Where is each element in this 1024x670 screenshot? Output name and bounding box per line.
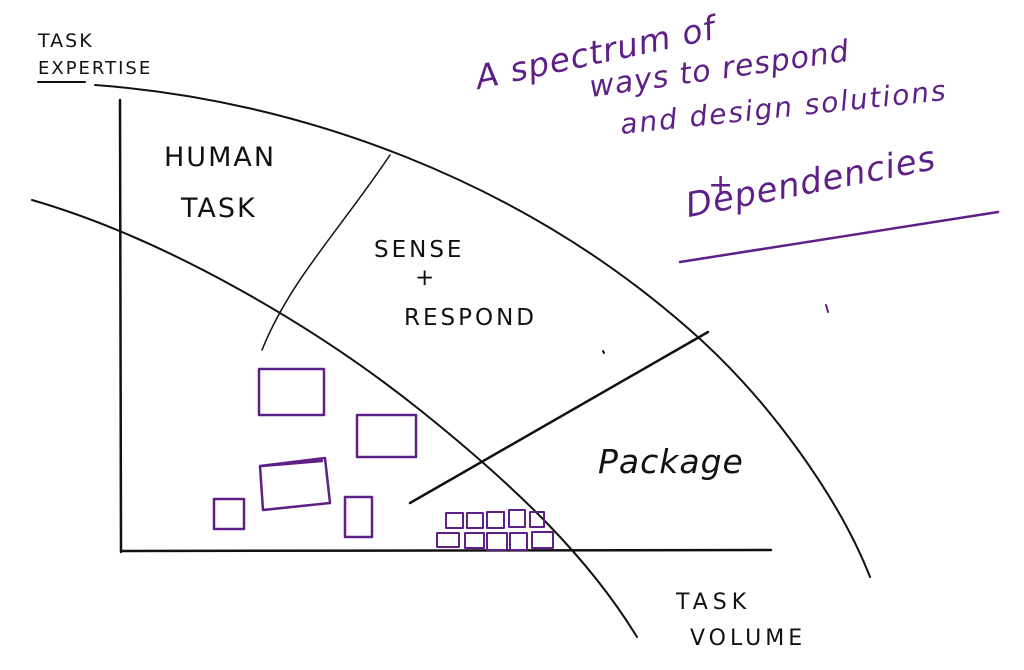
package-box [436, 532, 460, 548]
note-underline [678, 210, 1000, 264]
sense-respond-label-line1: SENSE [374, 237, 465, 263]
package-box [445, 512, 464, 529]
y-axis-label-line1: TASK [38, 30, 94, 52]
inner-boundary-curve [31, 199, 638, 638]
package-label: Package [598, 442, 744, 481]
human-sense-divider [261, 154, 391, 351]
x-axis-label-line2: VOLUME [690, 626, 807, 651]
package-box [509, 532, 528, 551]
human-task-label-line1: HUMAN [164, 142, 277, 173]
y-axis-line [118, 98, 123, 554]
package-box [529, 511, 545, 528]
solution-box-large [257, 367, 326, 417]
human-task-label-line2: TASK [181, 193, 257, 224]
solution-box-tall [343, 495, 374, 539]
solution-box-medium [355, 413, 418, 459]
note-line4: + [708, 168, 736, 203]
sense-respond-label-line2: + [415, 265, 437, 291]
sense-respond-label-line3: RESPOND [404, 305, 538, 331]
package-box [486, 532, 508, 551]
x-axis-label-line1: TASK [676, 590, 752, 615]
outer-boundary-curve [94, 84, 871, 578]
package-box-cluster [436, 509, 554, 551]
package-box [466, 512, 484, 529]
package-divider [408, 330, 710, 505]
x-axis-line [119, 548, 773, 553]
solution-box-small [212, 497, 246, 531]
package-box [531, 531, 554, 549]
stray-dot [602, 350, 605, 354]
package-box [464, 532, 485, 549]
package-box [486, 511, 505, 529]
y-axis-label-line2: EXPERTISE [38, 58, 153, 79]
stray-mark [825, 304, 829, 313]
package-box [508, 509, 526, 528]
solution-box-sketchy [258, 456, 332, 512]
